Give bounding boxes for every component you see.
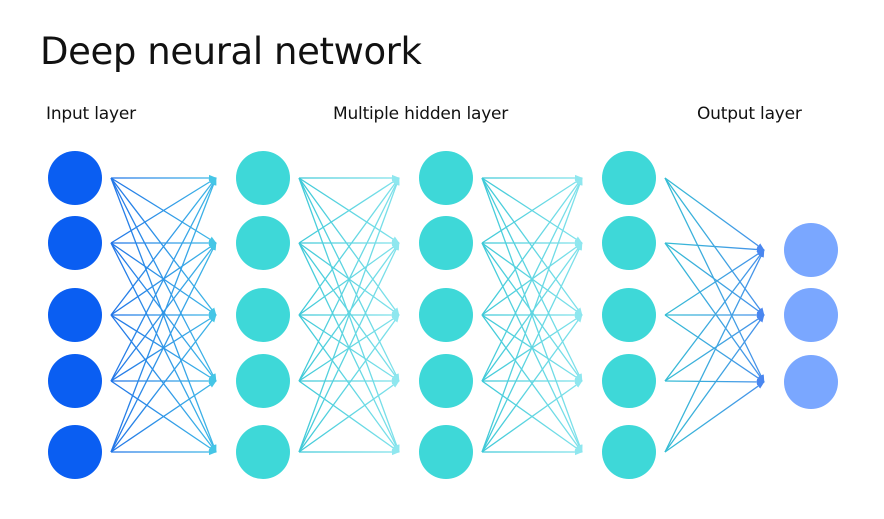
- input-node-0-3: [48, 354, 102, 408]
- connection-3-3-to-2: [664, 378, 765, 386]
- connection-1-3-to-1: [298, 242, 400, 382]
- hidden-node-2-4: [419, 425, 473, 479]
- hidden-node-3-3: [602, 354, 656, 408]
- input-node-0-1: [48, 216, 102, 270]
- hidden-node-3-2: [602, 288, 656, 342]
- connection-1-4-to-1: [298, 242, 400, 453]
- connection-2-4-to-1: [481, 242, 583, 453]
- hidden-node-3-0: [602, 151, 656, 205]
- hidden-node-2-0: [419, 151, 473, 205]
- connection-2-1-to-0: [481, 177, 583, 244]
- output-node-4-0: [784, 223, 838, 277]
- input-node-0-4: [48, 425, 102, 479]
- connection-0-4-to-2: [110, 314, 217, 453]
- input-node-0-0: [48, 151, 102, 205]
- connection-3-1-to-2: [664, 242, 765, 383]
- connection-3-3-to-1: [664, 314, 765, 382]
- connection-3-4-to-0: [664, 249, 765, 453]
- connection-2-2-to-0: [481, 177, 583, 316]
- connection-0-3-to-0: [110, 177, 217, 382]
- connection-0-3-to-1: [110, 242, 217, 382]
- connection-1-2-to-0: [298, 177, 400, 316]
- hidden-node-3-1: [602, 216, 656, 270]
- hidden-node-2-1: [419, 216, 473, 270]
- hidden-node-2-2: [419, 288, 473, 342]
- connection-3-1-to-1: [664, 242, 765, 316]
- connection-1-3-to-0: [298, 177, 400, 382]
- nodes-group: [48, 151, 838, 479]
- connections-group: [110, 174, 765, 456]
- connection-3-3-to-0: [664, 249, 765, 382]
- connection-2-4-to-0: [481, 177, 583, 453]
- connection-0-4-to-1: [110, 242, 217, 453]
- connection-2-4-to-3: [481, 380, 583, 453]
- hidden-node-2-3: [419, 354, 473, 408]
- connection-0-4-to-3: [110, 380, 217, 453]
- input-node-0-2: [48, 288, 102, 342]
- connection-1-1-to-0: [298, 177, 400, 244]
- connection-3-2-to-0: [664, 249, 765, 316]
- connection-3-1-to-0: [664, 242, 765, 253]
- output-layer-label: Output layer: [697, 104, 802, 124]
- output-node-4-1: [784, 288, 838, 342]
- connection-2-4-to-2: [481, 314, 583, 453]
- input-layer-label: Input layer: [46, 104, 136, 124]
- connection-3-0-to-0: [664, 177, 765, 251]
- hidden-node-1-2: [236, 288, 290, 342]
- hidden-node-1-1: [236, 216, 290, 270]
- connection-3-0-to-2: [664, 177, 765, 383]
- hidden-node-3-4: [602, 425, 656, 479]
- connection-3-4-to-1: [664, 314, 765, 453]
- output-node-4-2: [784, 355, 838, 409]
- connection-3-4-to-2: [664, 381, 765, 453]
- connection-2-3-to-0: [481, 177, 583, 382]
- diagram-title: Deep neural network: [40, 30, 422, 73]
- connection-0-1-to-0: [110, 177, 217, 244]
- connection-1-4-to-0: [298, 177, 400, 453]
- connection-1-4-to-2: [298, 314, 400, 453]
- hidden-node-1-3: [236, 354, 290, 408]
- connection-1-4-to-3: [298, 380, 400, 453]
- hidden-layer-label: Multiple hidden layer: [333, 104, 509, 124]
- connection-0-4-to-0: [110, 177, 217, 453]
- hidden-node-1-4: [236, 425, 290, 479]
- hidden-node-1-0: [236, 151, 290, 205]
- connection-2-3-to-1: [481, 242, 583, 382]
- connection-0-2-to-0: [110, 177, 217, 316]
